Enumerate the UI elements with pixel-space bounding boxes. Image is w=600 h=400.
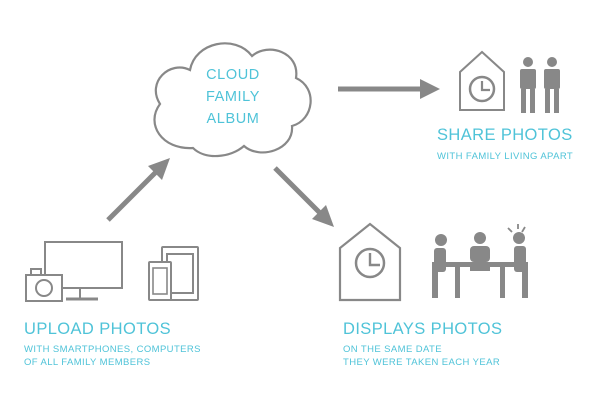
- arrow-up-right: [106, 158, 170, 222]
- display-subtitle-line2: THEY WERE TAKEN EACH YEAR: [343, 357, 501, 368]
- share-title: SHARE PHOTOS: [437, 126, 573, 144]
- upload-subtitle-line1: WITH SMARTPHONES, COMPUTERS: [24, 344, 201, 355]
- arrow-right: [338, 79, 440, 99]
- display-title: DISPLAYS PHOTOS: [343, 320, 503, 338]
- arrow-down-right: [273, 166, 334, 227]
- cloud-label-line3: ALBUM: [206, 111, 260, 127]
- display-subtitle-line1: ON THE SAME DATE: [343, 344, 442, 355]
- phone-icon: [148, 261, 172, 301]
- cloud-icon: [153, 42, 312, 158]
- family-icon: [520, 57, 560, 113]
- monitor-icon: [44, 241, 123, 301]
- cloud-label-line2: FAMILY: [205, 89, 261, 105]
- cloud-label: CLOUD FAMILY ALBUM: [188, 64, 278, 130]
- house-clock-icon-large: [338, 222, 402, 302]
- family-table-icon: [432, 224, 528, 298]
- house-clock-icon: [459, 50, 505, 111]
- camera-icon: [25, 268, 63, 302]
- upload-subtitle-line2: OF ALL FAMILY MEMBERS: [24, 357, 151, 368]
- share-subtitle: WITH FAMILY LIVING APART: [437, 151, 574, 162]
- cloud-label-line1: CLOUD: [206, 67, 260, 83]
- upload-title: UPLOAD PHOTOS: [24, 320, 172, 338]
